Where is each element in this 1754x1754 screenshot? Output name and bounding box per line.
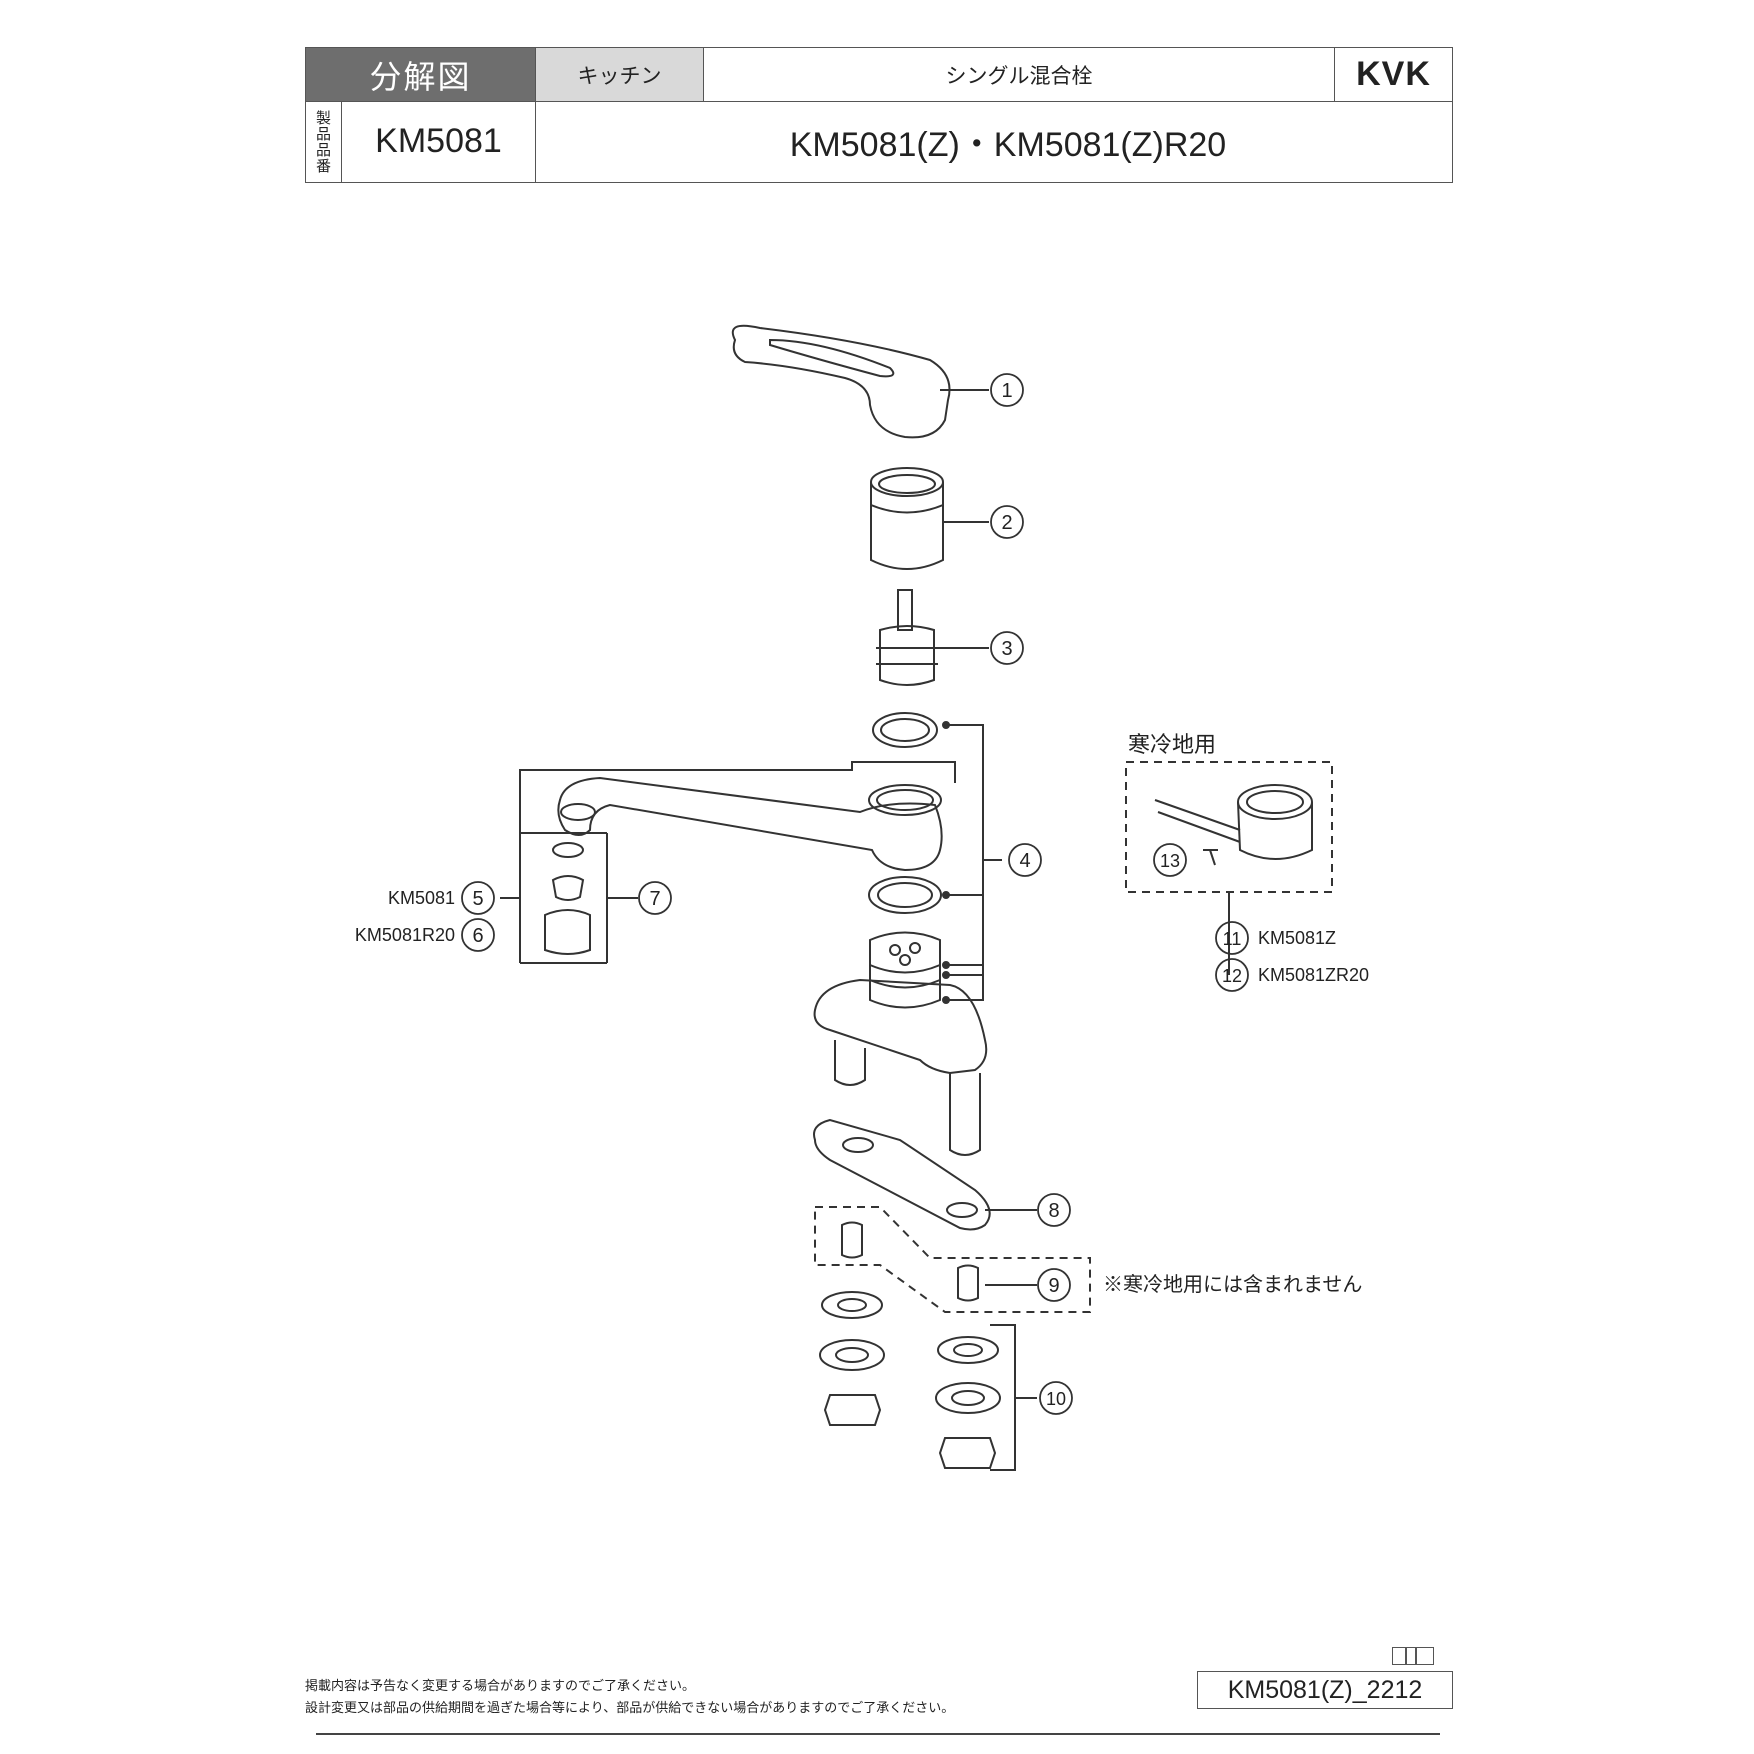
callout-2-number: 2 xyxy=(1001,512,1012,534)
cold-region-inset xyxy=(1125,761,1333,975)
callout-7-number: 7 xyxy=(649,888,660,910)
spout-part xyxy=(557,776,943,872)
bookmark-icon xyxy=(1392,1647,1434,1665)
callout-4-bracket xyxy=(942,721,1002,1004)
header-row-1: 分解図 キッチン シングル混合栓 KVK xyxy=(306,48,1452,102)
label-km5081: KM5081 xyxy=(388,888,455,908)
document-title: 分解図 xyxy=(306,48,536,101)
callout-10 xyxy=(1039,1381,1073,1415)
callout-circles xyxy=(461,373,1249,1415)
callout-8-number: 8 xyxy=(1048,1200,1059,1222)
model-variants: KM5081(Z)・KM5081(Z)R20 xyxy=(789,126,1227,164)
product-type: シングル混合栓 xyxy=(704,48,1335,101)
cartridge-part xyxy=(876,589,938,686)
insert-parts xyxy=(814,1206,1091,1313)
document-id: KM5081(Z)_2212 xyxy=(1197,1671,1453,1709)
callout-3 xyxy=(990,631,1024,665)
base-plate-part xyxy=(813,1118,1037,1231)
label-km5081r20: KM5081R20 xyxy=(355,925,455,945)
footer-note-1: 掲載内容は予告なく変更する場合がありますのでご了承ください。 xyxy=(305,1679,696,1694)
callout-4-number: 4 xyxy=(1019,850,1030,872)
callout-3-number: 3 xyxy=(1001,638,1012,660)
o-ring-top xyxy=(872,712,938,748)
lever-handle-part xyxy=(731,324,951,439)
category-label: キッチン xyxy=(536,48,704,101)
callout-9 xyxy=(1037,1268,1071,1302)
callout-6-number: 6 xyxy=(472,925,483,947)
callout-10-number: 10 xyxy=(1046,1389,1066,1409)
callout-7 xyxy=(638,881,672,915)
spout-bracket-line xyxy=(519,761,956,893)
o-ring-bottom xyxy=(868,876,942,914)
model-number: KM5081 xyxy=(342,101,536,182)
product-number-label: 製品品番 xyxy=(306,101,342,182)
callout-1 xyxy=(990,373,1024,407)
callout-5-number: 5 xyxy=(472,888,483,910)
callout-8 xyxy=(1037,1193,1071,1227)
label-km5081zr20: KM5081ZR20 xyxy=(1258,965,1369,985)
footer-note-2: 設計変更又は部品の供給期間を過ぎた場合等により、部品が供給できない場合があります… xyxy=(305,1701,955,1716)
header-table: 分解図 キッチン シングル混合栓 KVK 製品品番 KM5081 KM5081(… xyxy=(305,47,1453,183)
footer-divider xyxy=(316,1733,1440,1735)
callout-1-number: 1 xyxy=(1001,380,1012,402)
callout-4 xyxy=(1008,843,1042,877)
not-included-note: ※寒冷地用には含まれません xyxy=(1103,1273,1362,1296)
header-row-2: 製品品番 KM5081 KM5081(Z)・KM5081(Z)R20 xyxy=(306,101,1452,182)
faucet-body-part xyxy=(813,931,988,1156)
label-km5081z: KM5081Z xyxy=(1258,928,1336,948)
callout-11-number: 11 xyxy=(1223,929,1242,949)
aerator-parts xyxy=(500,832,638,964)
callout-12-number: 12 xyxy=(1222,966,1242,986)
callout-5 xyxy=(461,881,495,915)
leader-lines xyxy=(934,389,989,649)
callout-9-number: 9 xyxy=(1048,1275,1059,1297)
callout-11 xyxy=(1215,921,1249,955)
callout-12 xyxy=(1215,958,1249,992)
brand-logo: KVK xyxy=(1356,55,1431,93)
callout-2 xyxy=(990,505,1024,539)
callout-6 xyxy=(461,918,495,952)
cold-region-title: 寒冷地用 xyxy=(1128,732,1216,757)
cap-part xyxy=(870,467,944,570)
washer-nut-parts xyxy=(819,1291,1037,1471)
callout-13-number: 13 xyxy=(1160,851,1180,871)
callout-13 xyxy=(1153,843,1187,877)
